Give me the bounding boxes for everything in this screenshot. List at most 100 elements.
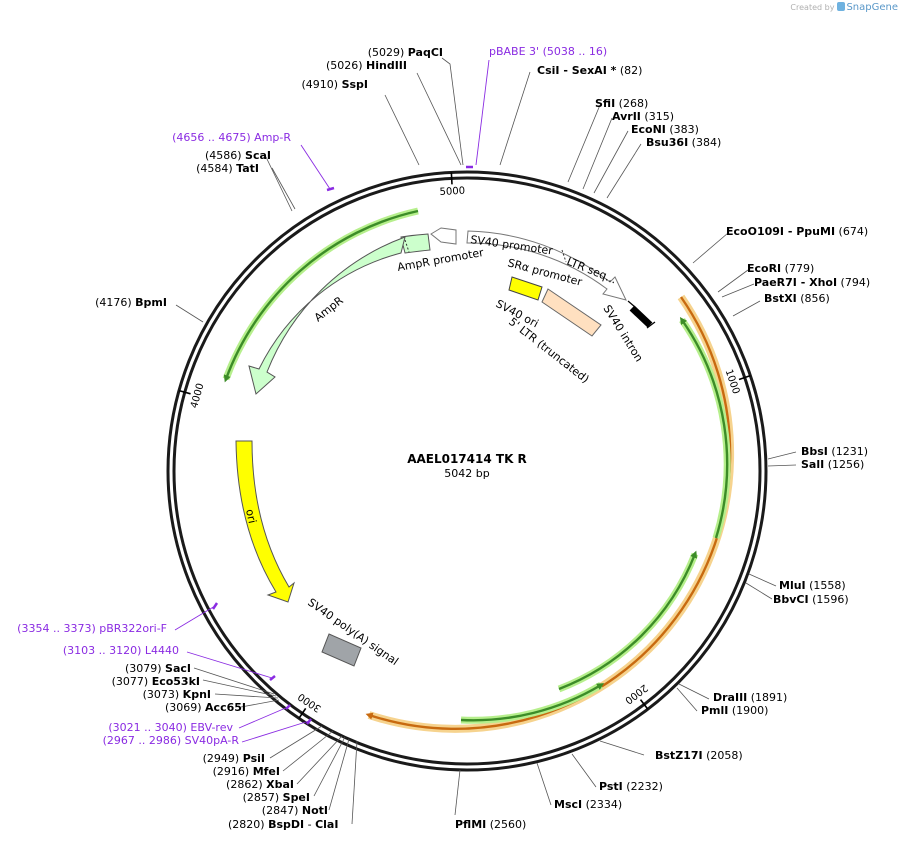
orf-green-arc-4 [223, 209, 419, 383]
site-name: EcoNI [631, 123, 666, 136]
site-name: Acc65I [205, 701, 246, 714]
site-name: Bsu36I [646, 136, 688, 149]
feature-ori-arrow [235, 440, 295, 603]
site-label-psii: (2949) PsiI [203, 752, 265, 765]
site-position: (5029) [368, 46, 408, 59]
site-name: TatI [236, 162, 259, 175]
site-position: (1596) [809, 593, 849, 606]
site-label-paqci: (5029) PaqCI [368, 46, 443, 59]
site-name: PaqCI [408, 46, 443, 59]
site-label-pflmi: PflMI (2560) [455, 818, 526, 831]
site-label-mfei: (2916) MfeI [213, 765, 280, 778]
site-name-extra: - SexAI * [559, 64, 616, 77]
site-leaders [175, 57, 797, 825]
site-position: (2916) [213, 765, 253, 778]
site-name: BstXI [764, 292, 797, 305]
site-position: (5026) [326, 59, 366, 72]
site-label-paer7i: PaeR7I - XhoI (794) [754, 276, 870, 289]
orf-green-arc-1 [679, 317, 729, 539]
site-position: (2334) [582, 798, 622, 811]
site-position: (3079) [125, 662, 165, 675]
site-label-kpni: (3073) KpnI [143, 688, 211, 701]
primer-label: pBABE 3' (5038 .. 16) [489, 45, 607, 58]
site-label-tati: (4584) TatI [196, 162, 259, 175]
feature-sv40-intron [629, 305, 653, 328]
site-position: (1891) [747, 691, 787, 704]
primer-labels: pBABE 3' (5038 .. 16) (4656 .. 4675) Amp-… [17, 45, 607, 747]
site-label-bspdi: (2820) BspDI - ClaI [228, 818, 338, 831]
primer-label: (3021 .. 3040) EBV-rev [108, 721, 233, 734]
site-position: (82) [616, 64, 642, 77]
site-label-saci: (3079) SacI [125, 662, 191, 675]
site-label-sspi: (4910) SspI [301, 78, 368, 91]
site-label-avrii: AvrII (315) [612, 110, 674, 123]
site-label-bstz17i: BstZ17I (2058) [655, 749, 743, 762]
site-name: MluI [779, 579, 806, 592]
site-position: (2847) [262, 804, 302, 817]
feature-5-ltr [541, 288, 602, 337]
site-position: (315) [641, 110, 674, 123]
plasmid-length: 5042 bp [444, 467, 489, 480]
site-position: (383) [666, 123, 699, 136]
credit-prefix: Created by [790, 3, 835, 12]
site-position: (3077) [112, 675, 152, 688]
orf-green-arc-3 [460, 683, 605, 722]
primer-label: (3354 .. 3373) pBR322ori-F [17, 622, 167, 635]
site-name: Eco53kI [152, 675, 200, 688]
feature-sv40-promoter-arrow [466, 230, 627, 301]
site-name: SpeI [283, 791, 310, 804]
site-name: PflMI [455, 818, 486, 831]
site-position: (1231) [828, 445, 868, 458]
site-label-eco53ki: (3077) Eco53kI [112, 675, 200, 688]
site-label-draiii: DraIII (1891) [713, 691, 787, 704]
orf-green-arc-2 [558, 550, 698, 691]
site-position: (856) [797, 292, 830, 305]
site-position: (2949) [203, 752, 243, 765]
site-position: (1256) [824, 458, 864, 471]
primer-mark-ampr [326, 186, 335, 192]
site-name: AvrII [612, 110, 641, 123]
site-label-ecoo109i: EcoO109I - PpuMI (674) [726, 225, 868, 238]
site-name: CsiI [537, 64, 559, 77]
orf-green-glow-4 [222, 207, 419, 381]
site-position: (2862) [226, 778, 266, 791]
label-ori: ori [243, 508, 259, 525]
primer-label: (3103 .. 3120) L4440 [63, 644, 179, 657]
site-label-econi: EcoNI (383) [631, 123, 699, 136]
site-name: XbaI [266, 778, 294, 791]
site-label-bsu36i: Bsu36I (384) [646, 136, 721, 149]
site-name: MfeI [253, 765, 280, 778]
site-label-psti: PstI (2232) [599, 780, 663, 793]
site-name: SalI [801, 458, 824, 471]
site-label-bbsi: BbsI (1231) [801, 445, 868, 458]
plasmid-name: AAEL017414 TK R [407, 452, 527, 466]
primer-label: (4656 .. 4675) Amp-R [172, 131, 291, 144]
site-name: MscI [554, 798, 582, 811]
feature-small-white-arrow [430, 227, 457, 245]
site-position: (2232) [623, 780, 663, 793]
tick-mark [450, 172, 453, 185]
site-name-extra: - PpuMI [784, 225, 835, 238]
site-name: KpnI [183, 688, 211, 701]
snapgene-logo-icon [837, 2, 846, 11]
site-position: (3069) [165, 701, 205, 714]
tick-mark [639, 699, 649, 710]
site-label-scai: (4586) ScaI [205, 149, 271, 162]
site-position: (4910) [301, 78, 341, 91]
site-label-acc65i: (3069) Acc65I [165, 701, 246, 714]
site-name: BspDI [268, 818, 304, 831]
site-name: PsiI [243, 752, 265, 765]
site-position: (779) [781, 262, 814, 275]
site-label-pmli: PmlI (1900) [701, 704, 768, 717]
tick-mark [178, 389, 191, 395]
site-position: (268) [615, 97, 648, 110]
site-label-sfii: SfiI (268) [595, 97, 648, 110]
site-position: (794) [837, 276, 870, 289]
site-name: EcoRI [747, 262, 781, 275]
site-name: SacI [165, 662, 191, 675]
backbone-inner-strand [172, 176, 762, 766]
site-name: EcoO109I [726, 225, 784, 238]
site-label-msci: MscI (2334) [554, 798, 622, 811]
tick-label: 5000 [439, 186, 465, 198]
